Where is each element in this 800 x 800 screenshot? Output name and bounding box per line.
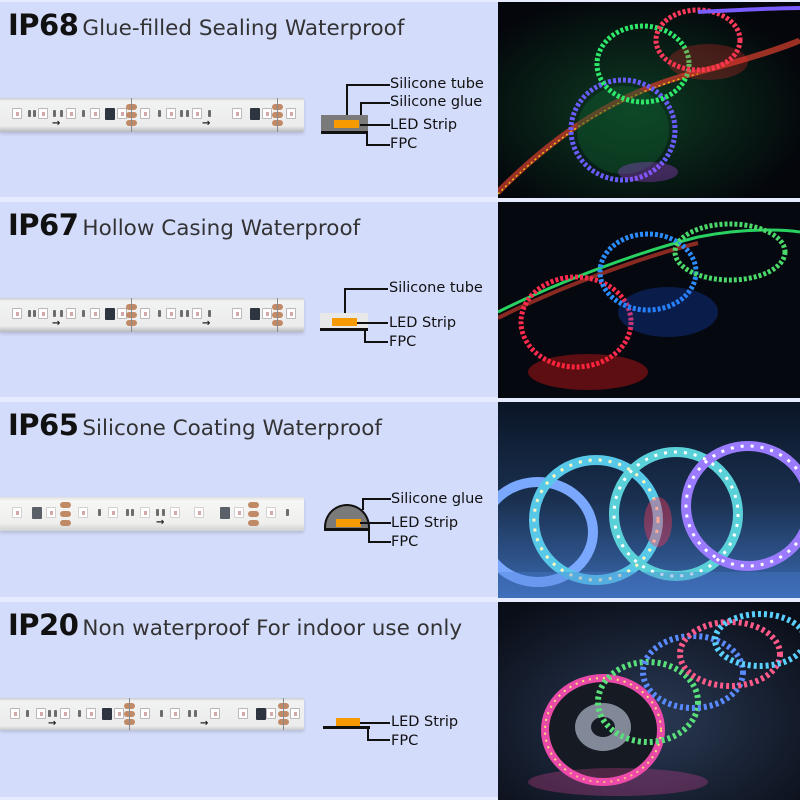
ip-rating-description: Non waterproof For indoor use only [82,616,463,641]
fpc-shape [321,131,368,134]
cross-section-diagram: LED Strip FPC [300,702,500,800]
led-chip-shape [332,318,357,326]
label-silicone-tube: Silicone tube [389,280,483,296]
label-fpc: FPC [391,733,419,749]
cross-section-diagram: Silicone glue LED Strip FPC [300,484,500,604]
label-led-strip: LED Strip [391,714,459,730]
product-photo [498,202,800,398]
led-chip-shape [336,519,361,527]
led-strip-image: → [0,497,304,531]
ip-rating-code: IP20 [8,608,79,642]
fpc-shape [320,328,368,331]
label-silicone-glue: Silicone glue [391,491,484,507]
label-fpc: FPC [390,136,418,152]
led-strip-image: →→ [0,298,304,332]
label-led-strip: LED Strip [390,117,458,133]
product-photo [498,402,800,598]
label-fpc: FPC [391,534,419,550]
led-strip-image: →→ [0,698,304,730]
ip-rating-description: Hollow Casing Waterproof [82,216,361,241]
fpc-shape [324,528,370,531]
ip-rating-code: IP65 [8,408,79,442]
label-led-strip: LED Strip [391,515,459,531]
cross-section-diagram: Silicone tube Silicone glue LED Strip FP… [300,70,500,190]
ip-rating-code: IP68 [8,8,79,42]
label-silicone-tube: Silicone tube [390,76,484,92]
fpc-shape [323,726,370,729]
led-strip-image: →→ [0,98,304,132]
ip-rating-description: Glue-filled Sealing Waterproof [82,16,405,41]
label-led-strip: LED Strip [389,315,457,331]
label-fpc: FPC [389,334,417,350]
cross-section-diagram: Silicone tube LED Strip FPC [300,268,500,388]
led-chip-shape [334,120,359,128]
label-silicone-glue: Silicone glue [390,94,483,110]
product-photo [498,2,800,198]
led-chip-shape [336,718,360,726]
product-photo [498,602,800,800]
ip-rating-code: IP67 [8,208,79,242]
ip-rating-description: Silicone Coating Waterproof [82,416,382,441]
